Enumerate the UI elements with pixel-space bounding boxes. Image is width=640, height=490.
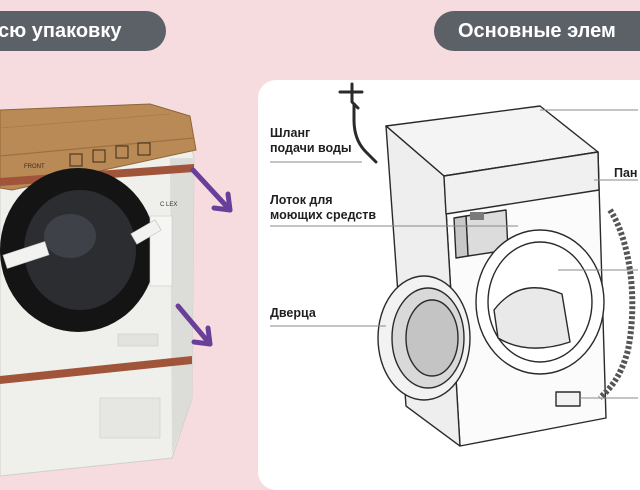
label-detergent-tray-line1: Лоток для: [270, 193, 333, 207]
box-icon-1: [69, 153, 83, 167]
drain-hose: [597, 208, 636, 401]
label-door: Дверца: [270, 306, 316, 320]
box-front-text: FRONT: [24, 164, 45, 170]
lower-strap: [0, 356, 192, 384]
header-right-pill: Основные элем: [434, 11, 640, 51]
box-icon-2: [92, 149, 106, 163]
box-icon-4: [137, 142, 151, 156]
label-water-hose-line2: подачи воды: [270, 141, 352, 155]
arrow-lower-icon: [175, 303, 213, 347]
label-panel-cut: Пан: [614, 166, 638, 180]
header-left-text: сю упаковку: [0, 20, 122, 42]
label-detergent-tray-line2: моющих средств: [270, 208, 377, 222]
inlet-hose: [352, 102, 378, 164]
water-tap-icon: [338, 82, 364, 110]
label-water-hose: Шланг подачи воды: [270, 126, 352, 156]
box-icon-3: [115, 145, 129, 159]
label-water-hose-line1: Шланг: [270, 126, 311, 140]
label-detergent-tray: Лоток для моющих средств: [270, 193, 376, 223]
header-left-pill: сю упаковку: [0, 11, 166, 51]
brand-sticker: C LEX: [160, 202, 177, 208]
header-right-text: Основные элем: [458, 20, 616, 42]
foam-side: [170, 158, 194, 454]
arrow-upper-icon: [190, 167, 233, 213]
packaged-machine-photo: FRONT C LEX: [0, 103, 233, 477]
filter-hatch: [555, 391, 581, 407]
washer-line-diagram: [270, 82, 638, 447]
components-panel: Шланг подачи воды Лоток для моющих средс…: [258, 80, 640, 490]
